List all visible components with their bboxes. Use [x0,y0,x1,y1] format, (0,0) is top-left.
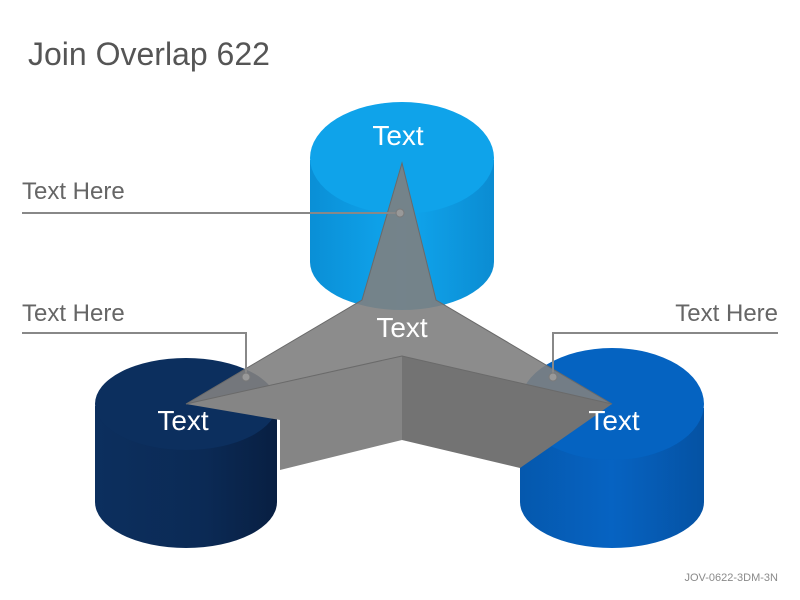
callout-label-mid-left: Text Here [22,300,125,327]
callout-lines [22,212,778,377]
cylinder-left-text: Text [157,405,209,436]
slide-code: JOV-0622-3DM-3N [684,572,778,584]
star-side-right [402,356,612,468]
star-side-left [186,356,402,470]
star-top-face [185,161,613,405]
callout-label-mid-right: Text Here [675,300,778,327]
center-text: Text [376,312,428,343]
cylinder-top-text: Text [372,120,424,151]
callout-line-mid-left [22,332,247,377]
callout-dot-mid-right [548,372,558,382]
cylinder-top-face [310,102,494,214]
callout-line-mid-right [552,332,778,377]
callout-label-top-left: Text Here [22,178,125,205]
callout-dot-mid-left [241,372,251,382]
page-title: Join Overlap 622 [28,36,270,72]
cylinder-right-text: Text [588,405,640,436]
three-point-star [185,161,613,470]
callout-dot-top-left [395,208,405,218]
